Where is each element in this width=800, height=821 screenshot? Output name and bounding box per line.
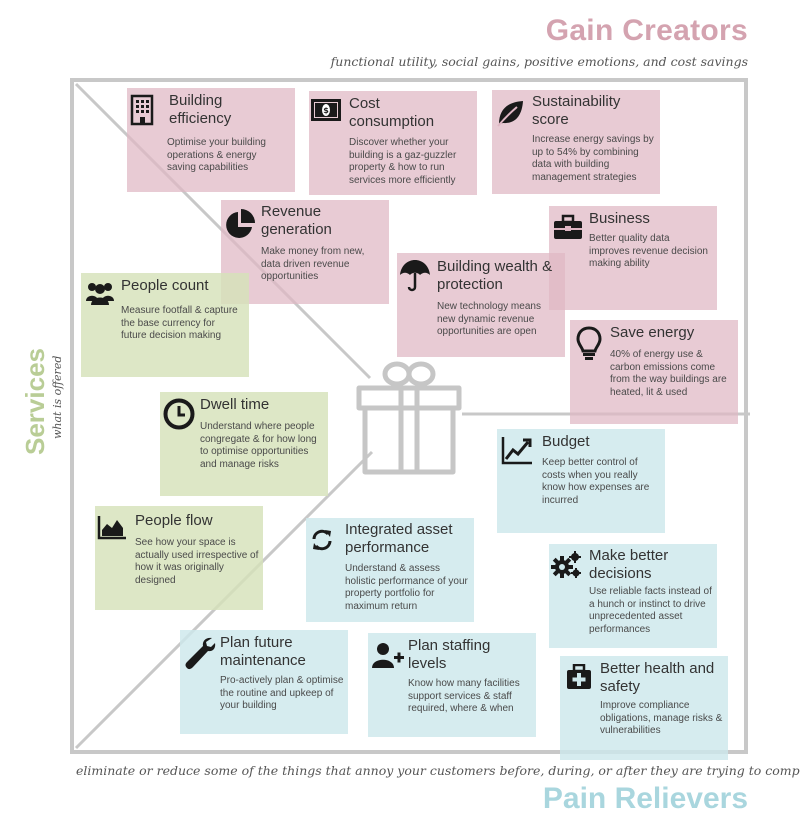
card-title: Plan staffing levels	[408, 637, 491, 672]
card-title: People count	[121, 277, 209, 294]
card-description: 40% of energy use & carbon emissions com…	[610, 349, 727, 398]
refresh-icon	[310, 528, 334, 552]
card-description: Pro-actively plan & optimise the routine…	[220, 675, 344, 711]
card-description: Discover whether your building is a gaz-…	[349, 137, 457, 186]
services-title: Services	[20, 348, 50, 455]
pain-relievers-subtitle: eliminate or reduce some of the things t…	[76, 763, 800, 778]
card-description: Understand where people congregate & for…	[200, 421, 317, 470]
svg-text:$: $	[323, 106, 329, 115]
card-people-flow: People flow See how your space is actual…	[95, 506, 263, 610]
lightbulb-icon	[576, 326, 602, 362]
card-description: Measure footfall & capture the base curr…	[121, 305, 238, 341]
gears-icon	[551, 550, 583, 580]
banknote-icon: $	[311, 99, 341, 121]
building-icon	[129, 94, 155, 126]
card-description: Use reliable facts instead of a hunch or…	[589, 586, 712, 635]
card-description: Optimise your building operations & ener…	[167, 137, 266, 173]
card-plan-future-maintenance: Plan future maintenance Pro-actively pla…	[180, 630, 348, 734]
card-people-count: People count Measure footfall & capture …	[81, 273, 249, 377]
gain-creators-subtitle: functional utility, social gains, positi…	[330, 54, 748, 69]
card-title: Plan future maintenance	[220, 634, 306, 669]
gift-icon	[355, 358, 463, 476]
card-description: Know how many facilities support service…	[408, 678, 520, 714]
card-business: Business Better quality data improves re…	[549, 206, 717, 310]
card-description: New technology means new dynamic revenue…	[437, 301, 541, 337]
gain-creators-title: Gain Creators	[545, 14, 748, 47]
card-budget: Budget Keep better control of costs when…	[497, 429, 665, 533]
card-dwell-time: Dwell time Understand where people congr…	[160, 392, 328, 496]
card-plan-staffing-levels: Plan staffing levels Know how many facil…	[368, 633, 536, 737]
card-cost-consumption: $ Cost consumption Discover whether your…	[309, 91, 477, 195]
card-better-health-safety: Better health and safety Improve complia…	[560, 656, 728, 760]
card-building-wealth-protection: Building wealth & protection New technol…	[397, 253, 565, 357]
card-title: Integrated asset performance	[345, 521, 453, 556]
card-title: Make better decisions	[589, 547, 669, 582]
briefcase-icon	[553, 214, 583, 240]
umbrella-icon	[399, 259, 431, 293]
card-title: Building efficiency	[169, 92, 232, 127]
clock-icon	[163, 398, 195, 430]
add-user-icon	[372, 641, 404, 669]
services-label: Services what is offered	[20, 335, 64, 455]
card-sustainability-score: Sustainability score Increase energy sav…	[492, 90, 660, 194]
card-title: Better health and safety	[600, 660, 715, 695]
card-title: Budget	[542, 433, 590, 450]
card-description: Keep better control of costs when you re…	[542, 457, 650, 506]
card-title: Save energy	[610, 324, 695, 341]
leaf-icon	[495, 98, 525, 128]
card-revenue-generation: Revenue generation Make money from new, …	[221, 200, 389, 304]
card-title: Business	[589, 210, 650, 227]
card-description: Increase energy savings by up to 54% by …	[532, 134, 654, 183]
services-subtitle: what is offered	[51, 355, 64, 439]
card-description: Improve compliance obligations, manage r…	[600, 700, 723, 736]
card-save-energy: Save energy 40% of energy use & carbon e…	[570, 320, 738, 424]
wrench-icon	[184, 636, 216, 670]
card-title: Cost consumption	[349, 95, 435, 130]
value-map-frame	[70, 78, 748, 754]
card-description: Better quality data improves revenue dec…	[589, 233, 708, 269]
pie-chart-icon	[223, 208, 257, 242]
card-description: See how your space is actually used irre…	[135, 537, 259, 586]
card-title: Dwell time	[200, 396, 270, 413]
card-integrated-asset-performance: Integrated asset performance Understand …	[306, 518, 474, 622]
card-description: Understand & assess holistic performance…	[345, 563, 468, 612]
area-chart-icon	[97, 514, 127, 540]
medkit-icon	[566, 664, 592, 690]
card-title: Revenue generation	[261, 203, 332, 238]
card-title: Sustainability score	[532, 93, 621, 128]
line-chart-icon	[501, 435, 533, 465]
card-description: Make money from new, data driven revenue…	[261, 246, 365, 282]
card-title: Building wealth & protection	[437, 258, 553, 293]
card-title: People flow	[135, 512, 213, 529]
card-make-better-decisions: Make better decisions Use reliable facts…	[549, 544, 717, 648]
people-icon	[85, 281, 115, 305]
pain-relievers-title: Pain Relievers	[542, 782, 748, 815]
card-building-efficiency: Building efficiency Optimise your buildi…	[127, 88, 295, 192]
